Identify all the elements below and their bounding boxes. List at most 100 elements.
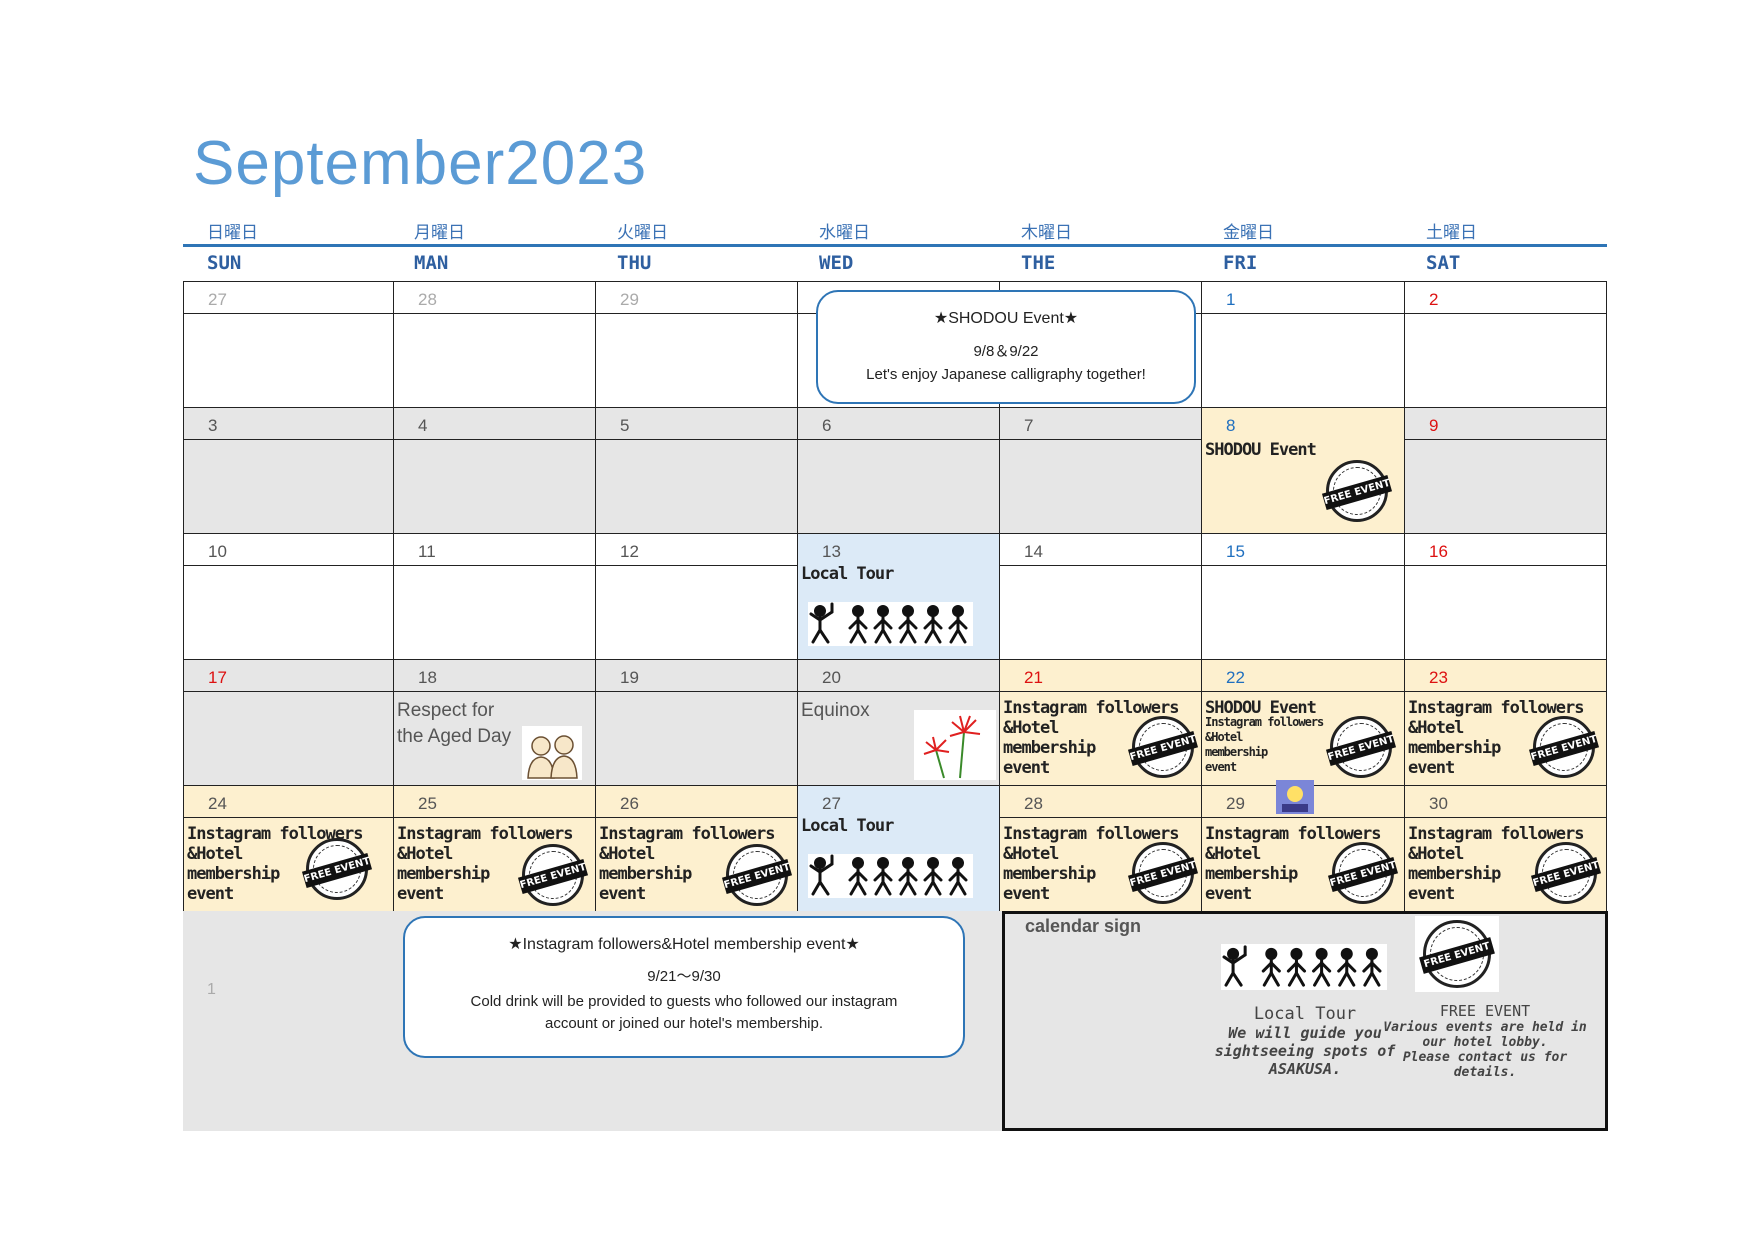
shodou-box-text: Let's enjoy Japanese calligraphy togethe… <box>866 366 1146 383</box>
day-cell: 29 <box>595 281 797 407</box>
day-number: 27 <box>208 290 227 309</box>
event-label-shodou: SHODOU Event <box>1205 698 1317 718</box>
day-cell-shodou: 8 SHODOU Event FREE EVENT <box>1201 407 1404 533</box>
weekday-jp-sun: 日曜日 <box>207 223 258 243</box>
weekday-jp-mon: 月曜日 <box>414 223 465 243</box>
calendar-legend: calendar sign Local Tour We will guide y… <box>1002 911 1608 1131</box>
insta-box-dates: 9/21～9/30 <box>647 968 721 985</box>
header-divider <box>183 244 1607 247</box>
day-number: 15 <box>1226 542 1245 561</box>
day-cell: 3 <box>183 407 393 533</box>
tour-walkers-icon <box>808 854 973 898</box>
day-cell: 7 <box>999 407 1201 533</box>
free-event-stamp-icon: FREE EVENT <box>1325 716 1397 778</box>
day-number: 21 <box>1024 668 1043 687</box>
insta-box-text-1: Cold drink will be provided to guests wh… <box>470 993 898 1010</box>
day-number: 30 <box>1429 794 1448 813</box>
weekday-en-wed: WED <box>819 252 854 274</box>
day-cell: 16 <box>1404 533 1607 659</box>
next-month-day: 1 <box>207 981 216 998</box>
day-number: 17 <box>208 668 227 687</box>
day-cell: 10 <box>183 533 393 659</box>
tour-walkers-icon <box>808 602 973 646</box>
event-label-local-tour: Local Tour <box>801 816 894 836</box>
day-cell-holiday: 18 Respect for the Aged Day <box>393 659 595 785</box>
elderly-couple-icon <box>522 726 582 780</box>
legend-tour-text: Local Tour We will guide you sightseeing… <box>1214 1004 1396 1078</box>
day-cell: 5 <box>595 407 797 533</box>
day-number: 22 <box>1226 668 1245 687</box>
day-number: 13 <box>822 542 841 561</box>
day-cell: 15 <box>1201 533 1404 659</box>
day-number: 4 <box>418 416 428 435</box>
free-event-stamp-icon: FREE EVENT <box>1419 920 1495 988</box>
free-event-stamp-icon: FREE EVENT <box>1528 716 1600 778</box>
day-number: 10 <box>208 542 227 561</box>
weekday-jp-fri: 金曜日 <box>1223 223 1274 243</box>
free-event-stamp-icon: FREE EVENT <box>1127 716 1199 778</box>
free-event-stamp-icon: FREE EVENT <box>1127 842 1199 904</box>
day-number: 2 <box>1429 290 1439 309</box>
day-cell: 17 <box>183 659 393 785</box>
holiday-label-line2: the Aged Day <box>397 726 512 747</box>
holiday-label-equinox: Equinox <box>801 700 870 721</box>
instagram-event-box: ★Instagram followers&Hotel membership ev… <box>403 916 965 1058</box>
day-cell: 4 <box>393 407 595 533</box>
day-number: 5 <box>620 416 630 435</box>
day-cell: 9 <box>1404 407 1607 533</box>
calendar-grid: 27 28 29 1 2 3 4 5 6 7 8 SHODOU Event FR… <box>183 281 1607 911</box>
day-number: 12 <box>620 542 639 561</box>
free-event-legend-box: FREE EVENT <box>1415 916 1499 992</box>
free-event-stamp-icon: FREE EVENT <box>721 844 793 906</box>
free-event-stamp-icon: FREE EVENT <box>517 844 589 906</box>
day-number: 16 <box>1429 542 1448 561</box>
holiday-label-line1: Respect for <box>397 700 495 721</box>
day-cell: 27 <box>183 281 393 407</box>
day-number: 1 <box>1226 290 1236 309</box>
free-event-stamp-icon: FREE EVENT <box>1327 842 1399 904</box>
weekday-jp-sat: 土曜日 <box>1426 223 1477 243</box>
day-number: 27 <box>822 794 841 813</box>
event-label-shodou: SHODOU Event <box>1205 440 1317 460</box>
day-number: 19 <box>620 668 639 687</box>
weekday-en-tue: THU <box>617 252 652 274</box>
insta-box-heading: ★Instagram followers&Hotel membership ev… <box>508 936 860 953</box>
weekday-en-sun: SUN <box>207 252 242 274</box>
day-number: 7 <box>1024 416 1034 435</box>
weekday-jp-wed: 水曜日 <box>819 223 870 243</box>
page-title: September2023 <box>193 129 648 198</box>
red-spider-lily-icon <box>914 710 996 780</box>
day-number: 25 <box>418 794 437 813</box>
day-number: 28 <box>1024 794 1043 813</box>
weekday-jp-thu: 木曜日 <box>1021 223 1072 243</box>
weekday-en-fri: FRI <box>1223 252 1258 274</box>
moon-viewing-icon <box>1276 780 1314 814</box>
day-cell-tour: 13 Local Tour <box>797 533 999 659</box>
day-number: 9 <box>1429 416 1439 435</box>
shodou-event-box: ★SHODOU Event★ 9/8＆9/22 Let's enjoy Japa… <box>816 290 1196 404</box>
weekday-en-mon: MAN <box>414 252 449 274</box>
event-label-local-tour: Local Tour <box>801 564 894 584</box>
day-number: 8 <box>1226 416 1236 435</box>
day-number: 3 <box>208 416 218 435</box>
day-cell: 2 <box>1404 281 1607 407</box>
day-number: 24 <box>208 794 227 813</box>
weekday-en-thu: THE <box>1021 252 1056 274</box>
day-number: 29 <box>620 290 639 309</box>
free-event-stamp-icon: FREE EVENT <box>1321 460 1393 522</box>
weekday-jp-tue: 火曜日 <box>617 223 668 243</box>
day-cell: 14 <box>999 533 1201 659</box>
day-number: 28 <box>418 290 437 309</box>
